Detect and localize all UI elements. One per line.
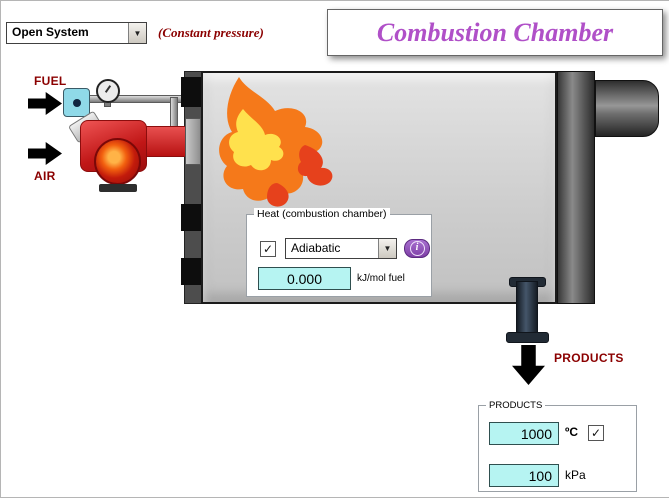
heat-panel-title: Heat (combustion chamber): [254, 208, 390, 220]
burner-mount-plate: [185, 118, 201, 165]
pressure-gauge-icon: [96, 79, 120, 103]
page-title: Combustion Chamber: [376, 17, 614, 47]
temperature-unit-label: ºC: [565, 425, 579, 439]
system-select[interactable]: Open System ▼: [6, 22, 147, 44]
products-arrow-icon: [512, 345, 545, 385]
products-pressure-input[interactable]: [489, 464, 559, 487]
check-icon: ✓: [262, 242, 274, 256]
pressure-note: (Constant pressure): [158, 25, 264, 40]
fuel-arrow-icon: [28, 92, 62, 115]
outlet-pipe-flange-bottom: [506, 332, 549, 343]
flame-icon: [219, 77, 333, 207]
heat-mode-value: Adiabatic: [291, 241, 341, 255]
products-temp-checkbox[interactable]: ✓: [588, 425, 604, 441]
air-arrow-icon: [28, 142, 62, 165]
chevron-down-glyph: ▼: [383, 244, 392, 253]
heat-value-input[interactable]: [258, 267, 351, 290]
wall-bracket: [181, 258, 202, 285]
fuel-valve: [63, 88, 90, 117]
fuel-label: FUEL: [34, 74, 67, 88]
products-panel-title: PRODUCTS: [486, 400, 546, 411]
wall-bracket: [181, 77, 202, 107]
title-box: Combustion Chamber: [327, 9, 663, 56]
exhaust-duct: [595, 80, 659, 137]
chevron-down-icon[interactable]: ▼: [378, 239, 396, 258]
check-icon: ✓: [590, 426, 602, 440]
heat-mode-select[interactable]: Adiabatic ▼: [285, 238, 397, 259]
chevron-down-icon[interactable]: ▼: [128, 23, 146, 43]
burner-base: [99, 184, 137, 192]
heat-panel: Heat (combustion chamber) ✓ Adiabatic ▼ …: [246, 208, 432, 297]
products-temperature-input[interactable]: [489, 422, 559, 445]
burner-fan-icon: [94, 138, 141, 185]
products-flow-label: PRODUCTS: [554, 351, 624, 365]
heat-unit-label: kJ/mol fuel: [357, 273, 405, 284]
system-select-value: Open System: [12, 25, 89, 39]
air-label: AIR: [34, 169, 56, 183]
pressure-unit-label: kPa: [565, 468, 586, 482]
products-panel: PRODUCTS ºC ✓ kPa: [478, 400, 637, 492]
heat-checkbox[interactable]: ✓: [260, 241, 276, 257]
info-button[interactable]: i: [404, 239, 430, 258]
valve-dot: [72, 98, 81, 107]
chamber-right-section: [557, 71, 595, 304]
outlet-pipe: [516, 281, 538, 336]
chevron-down-glyph: ▼: [133, 28, 142, 38]
wall-bracket: [181, 204, 202, 231]
info-icon: i: [409, 241, 425, 256]
